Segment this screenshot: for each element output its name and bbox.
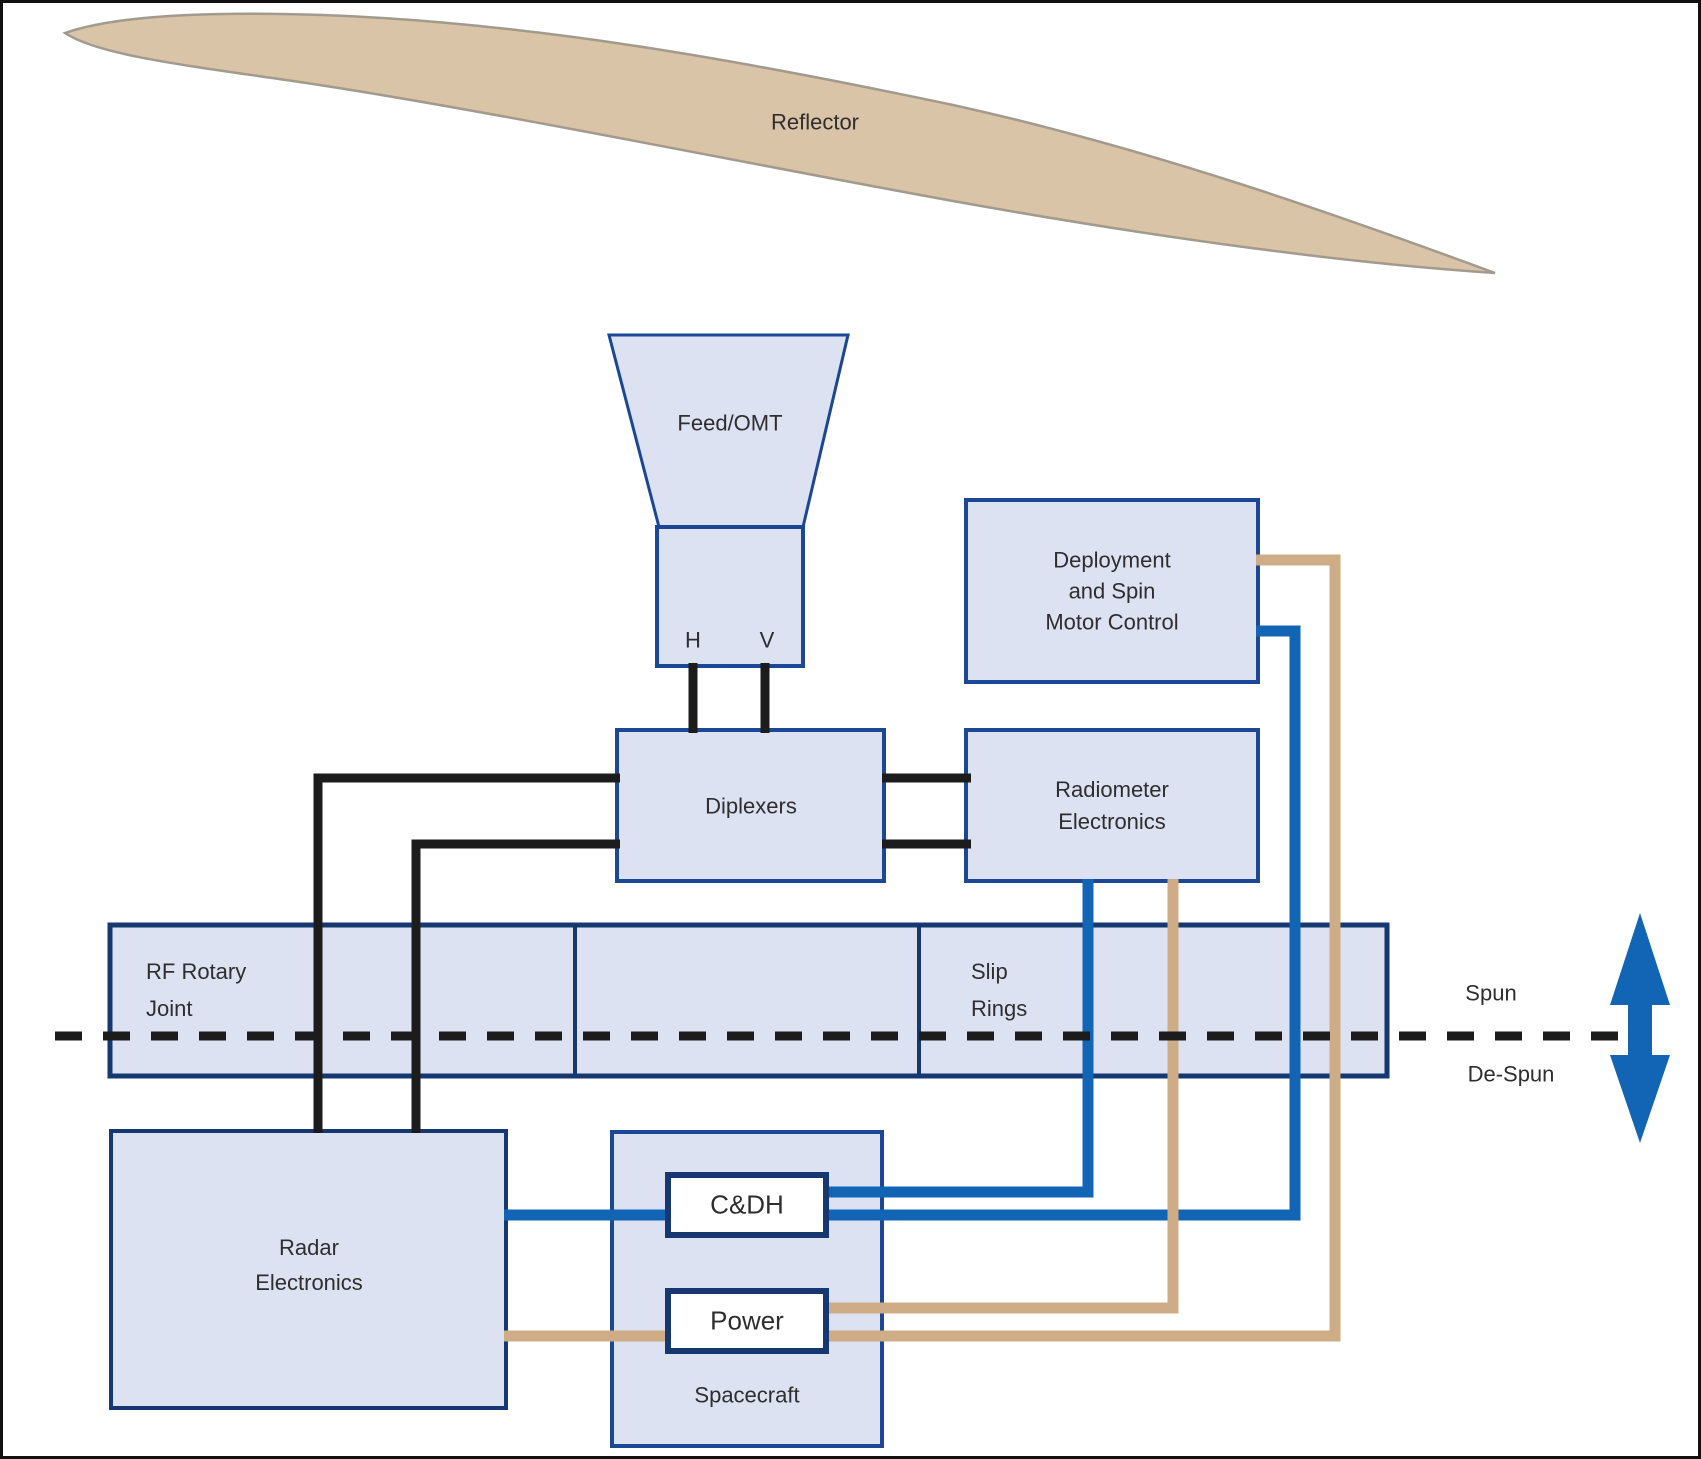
radar-label-line2: Electronics [255, 1270, 363, 1295]
radiometer-electronics-box [964, 728, 1260, 883]
feed-omt-label: Feed/OMT [677, 410, 783, 436]
reflector-shape [62, 12, 1496, 275]
slip-rings-label-line2: Rings [971, 996, 1028, 1021]
power-box [665, 1288, 829, 1354]
spun-despun-arrow-icon [1610, 913, 1670, 1143]
deployment-power-radar-line [504, 554, 1341, 1342]
cdh-box [665, 1172, 829, 1238]
reflector-label: Reflector [770, 109, 860, 135]
deployment-motor-label-line3: Motor Control [1045, 609, 1179, 635]
radiometer-label-line1: Radiometer [1055, 777, 1169, 802]
diagram-overlay-boxes-layer [665, 1172, 829, 1354]
slip-rings-label-line1: Slip [971, 959, 1008, 984]
deployment-motor-box [964, 498, 1260, 684]
radiometer-power-line [829, 879, 1179, 1314]
cdh-label: C&DH [710, 1189, 784, 1220]
slip-rings-label: Slip Rings [971, 953, 1027, 1027]
diagram-lines-layer [55, 554, 1670, 1342]
diplexers-label: Diplexers [705, 793, 797, 819]
rf-rotary-joint-label-line2: Joint [146, 996, 193, 1021]
feed-port-h-label: H [685, 627, 701, 653]
radar-electronics-box [109, 1129, 508, 1410]
rf-rotary-joint-label-line1: RF Rotary [146, 959, 247, 984]
diplexer-radar-line-1 [313, 773, 620, 1133]
spacecraft-label: Spacecraft [694, 1382, 800, 1408]
feed-hv-box [655, 525, 805, 668]
radiometer-label-line2: Electronics [1058, 809, 1166, 834]
spun-label: Spun [1465, 980, 1517, 1006]
radar-label-line1: Radar [279, 1235, 339, 1260]
feed-port-v-label: V [759, 627, 775, 653]
radar-cdh-deployment-line [504, 625, 1301, 1221]
radiometer-cdh-line [829, 879, 1094, 1198]
rf-rotary-joint-label: RF Rotary Joint [146, 953, 246, 1027]
despun-label: De-Spun [1467, 1061, 1555, 1087]
radiometer-electronics-label: Radiometer Electronics [1055, 774, 1169, 838]
deployment-motor-label-line2: and Spin [1068, 578, 1156, 604]
power-label: Power [710, 1305, 784, 1336]
diplexers-box [615, 728, 886, 883]
deployment-motor-label: Deployment and Spin Motor Control [1045, 545, 1178, 638]
deployment-motor-label-line1: Deployment [1053, 547, 1171, 573]
radar-electronics-label: Radar Electronics [255, 1230, 363, 1300]
